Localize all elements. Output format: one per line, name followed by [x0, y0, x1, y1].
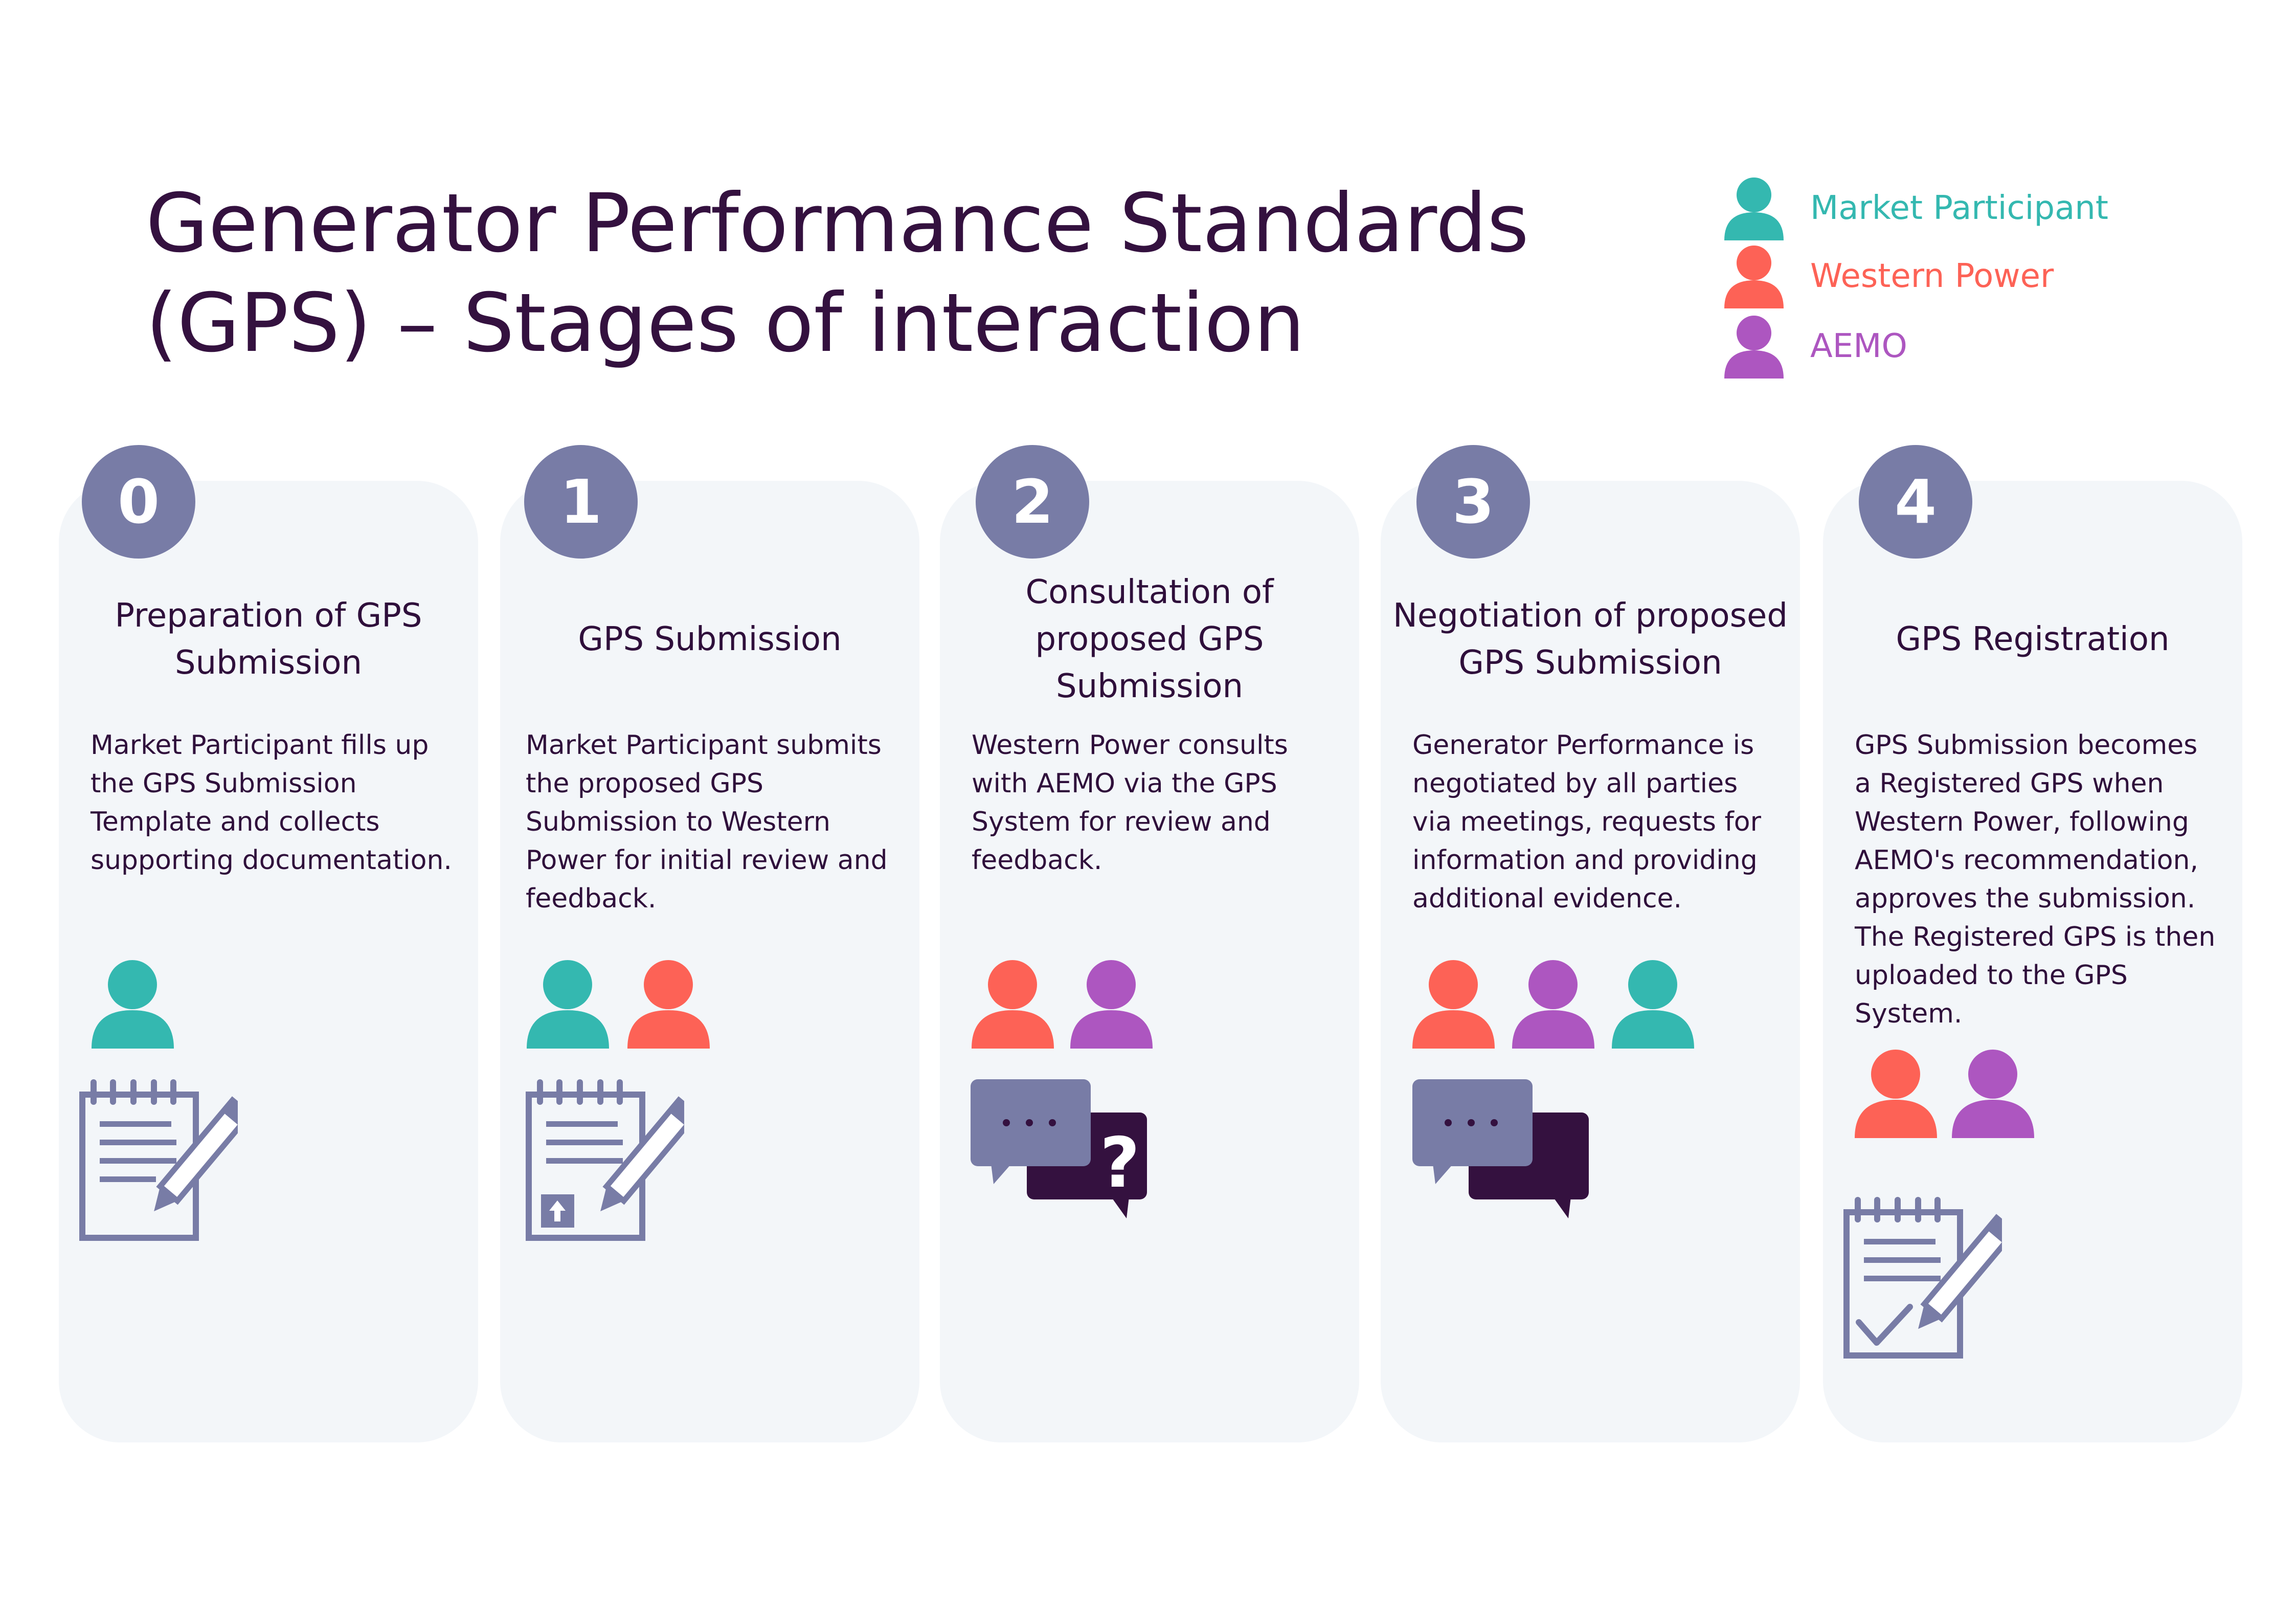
- stage-description: Western Power consults with AEMO via the…: [972, 730, 1288, 876]
- person-icon: [1724, 246, 1784, 308]
- stage-description: Market Participant fills up the GPS Subm…: [91, 730, 452, 876]
- stage-card-2: Consultation of proposed GPS Submission …: [940, 481, 1359, 1442]
- stage-card-4: GPS Registration GPS Submission becomes …: [1823, 481, 2242, 1442]
- aemo-person-icon: [1512, 960, 1594, 1049]
- stage-description: GPS Submission becomes a Registered GPS …: [1855, 730, 2216, 1029]
- legend-item-western-power: Western Power: [1723, 244, 2132, 316]
- western-power-person-icon: [1412, 960, 1495, 1049]
- stage-title: Consultation of proposed GPS Submission: [1025, 573, 1274, 705]
- market-participant-person-icon: [92, 960, 174, 1049]
- stage-card-1: GPS Submission Market Participant submit…: [500, 481, 919, 1442]
- market-participant-person-icon: [527, 960, 609, 1049]
- stage-title: Negotiation of proposed GPS Submission: [1393, 597, 1788, 682]
- stage-description: Generator Performance is negotiated by a…: [1412, 730, 1761, 914]
- legend-label: Market Participant: [1810, 189, 2108, 227]
- stage-title: GPS Registration: [1896, 620, 2170, 658]
- stage-number-badge-3: 3: [1416, 445, 1530, 559]
- stage-number-badge-2: 2: [976, 445, 1089, 559]
- page-title: Generator Performance Standards (GPS) – …: [146, 174, 1529, 373]
- notepad-check-icon: [1843, 1197, 2002, 1359]
- stage-card-0: Preparation of GPS Submission Market Par…: [59, 481, 478, 1442]
- title-line-2: (GPS) – Stages of interaction: [146, 276, 1305, 370]
- aemo-person-icon: [1952, 1050, 2034, 1138]
- legend-item-market-participant: Market Participant: [1723, 176, 2132, 248]
- stage-number-badge-1: 1: [524, 445, 638, 559]
- market-participant-person-icon: [1612, 960, 1694, 1049]
- western-power-person-icon: [1855, 1050, 1937, 1138]
- stage-title: Preparation of GPS Submission: [115, 597, 422, 682]
- legend-label: AEMO: [1810, 327, 1907, 365]
- western-power-person-icon: [627, 960, 710, 1049]
- stage-title: GPS Submission: [578, 620, 842, 658]
- stage-description: Market Participant submits the proposed …: [526, 730, 888, 914]
- chat-bubbles-icon: [1412, 1079, 1589, 1218]
- aemo-person-icon: [1070, 960, 1153, 1049]
- person-icon: [1724, 177, 1784, 240]
- notepad-pencil-icon: [79, 1079, 238, 1241]
- chat-question-icon: ?: [971, 1079, 1147, 1218]
- stage-card-3: Negotiation of proposed GPS Submission G…: [1381, 481, 1800, 1442]
- title-line-1: Generator Performance Standards: [146, 176, 1529, 271]
- stage-number-badge-4: 4: [1859, 445, 1972, 559]
- stage-number-badge-0: 0: [82, 445, 195, 559]
- notepad-upload-icon: [526, 1079, 684, 1241]
- legend-item-aemo: AEMO: [1723, 315, 2132, 386]
- legend-label: Western Power: [1810, 257, 2054, 295]
- western-power-person-icon: [972, 960, 1054, 1049]
- svg-text:?: ?: [1100, 1123, 1140, 1203]
- person-icon: [1724, 316, 1784, 379]
